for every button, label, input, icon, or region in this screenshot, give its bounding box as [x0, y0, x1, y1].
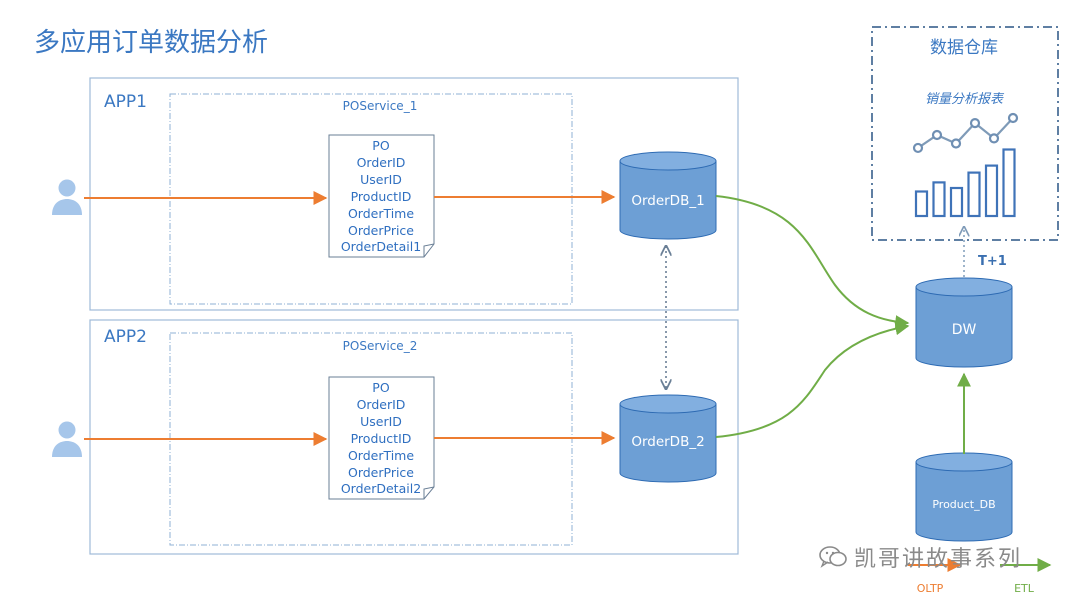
po1-document: PO OrderID UserID ProductID OrderTime Or…: [328, 134, 435, 258]
legend-oltp-label: OLTP: [917, 582, 944, 595]
po2-field: OrderDetail2: [341, 481, 421, 496]
warehouse-title: 数据仓库: [930, 38, 998, 58]
warehouse-panel: 数据仓库 销量分析报表: [871, 26, 1059, 241]
report-bar: [914, 190, 929, 218]
orderdb2-cylinder: OrderDB_2: [619, 394, 717, 483]
watermark: 凯哥讲故事系列: [818, 541, 1022, 573]
dw-cylinder: DW: [915, 277, 1013, 368]
poservice2-label: POService_2: [343, 339, 418, 353]
report-trend-point: [1007, 112, 1019, 124]
po2-field: OrderTime: [348, 448, 414, 463]
user2-icon: [52, 421, 82, 457]
app1-border: [89, 77, 739, 311]
user1-icon: [52, 179, 82, 215]
po1-field: PO: [372, 138, 390, 153]
warehouse-border: [871, 26, 1059, 241]
po2-field: OrderID: [357, 397, 406, 412]
po1-field: OrderID: [357, 155, 406, 170]
report-bar: [967, 171, 981, 218]
report-trend-line: [917, 117, 1014, 149]
orderdb2-to-dw-curve: [715, 321, 910, 438]
sales-report-chart-icon: [912, 112, 1019, 218]
po2-field: OrderPrice: [348, 465, 414, 480]
report-bar: [949, 186, 964, 218]
report-trend-point: [969, 117, 981, 129]
legend-etl-label: ETL: [1014, 582, 1035, 595]
po1-field: OrderPrice: [348, 223, 414, 238]
po2-field: PO: [372, 380, 390, 395]
app2-border: [89, 319, 739, 555]
app1-label: APP1: [104, 92, 147, 112]
app2-label: APP2: [104, 327, 147, 347]
t-plus-1-label: T+1: [978, 254, 1007, 269]
orderdb1-cylinder: OrderDB_1: [619, 151, 717, 240]
po1-field: OrderDetail1: [341, 239, 421, 254]
orderdb1-label: OrderDB_1: [631, 193, 704, 209]
report-bar: [1002, 148, 1016, 218]
po2-field: ProductID: [351, 431, 412, 446]
watermark-text: 凯哥讲故事系列: [854, 547, 1023, 572]
po2-document: PO OrderID UserID ProductID OrderTime Or…: [328, 376, 435, 500]
report-trend-point: [912, 142, 924, 154]
report-trend-point: [931, 129, 943, 141]
report-bar: [984, 164, 999, 218]
po1-field: UserID: [360, 172, 402, 187]
po1-field: ProductID: [351, 189, 412, 204]
report-title: 销量分析报表: [925, 92, 1005, 107]
orderdb1-to-dw-curve: [715, 195, 910, 330]
report-bar: [932, 181, 946, 218]
page-title: 多应用订单数据分析: [34, 28, 269, 58]
product-db-label: Product_DB: [932, 498, 995, 511]
report-trend-point: [988, 133, 1000, 144]
orderdb2-label: OrderDB_2: [631, 434, 704, 450]
po1-field: OrderTime: [348, 206, 414, 221]
app2-panel: APP2 POService_2 PO OrderID UserID Produ…: [52, 319, 739, 555]
po2-field: UserID: [360, 414, 402, 429]
dw-label: DW: [952, 322, 977, 338]
poservice1-label: POService_1: [343, 99, 418, 113]
report-trend-point: [950, 138, 962, 149]
app1-panel: APP1 POService_1 PO OrderID UserID Produ…: [52, 77, 739, 311]
wechat-icon: [819, 546, 847, 568]
product-db-cylinder: Product_DB: [915, 452, 1013, 542]
